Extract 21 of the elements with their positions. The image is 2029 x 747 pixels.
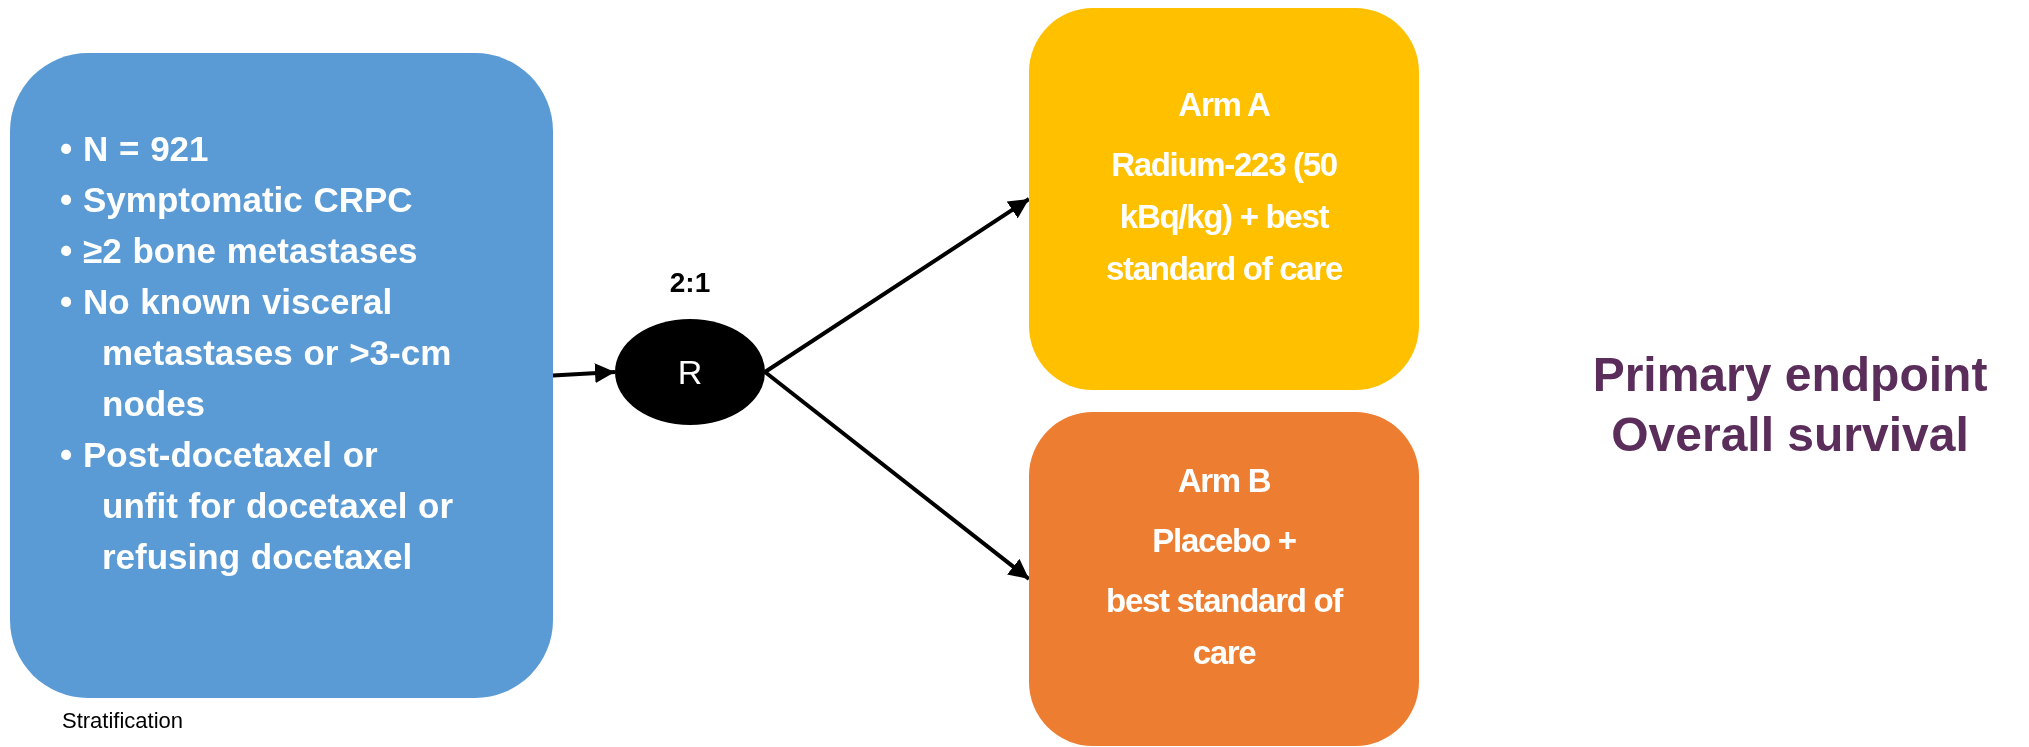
arrow (552, 363, 616, 384)
arm-title: Arm A (1178, 85, 1270, 125)
criteria-item: • N = 921 (60, 128, 210, 170)
criteria-item: • Symptomatic CRPC (60, 179, 414, 221)
criteria-item: • No known visceral metastases or >3-cm nodes (60, 281, 453, 425)
arm-box (1029, 412, 1419, 746)
node-label: R (677, 352, 703, 392)
criteria-item: • Post-docetaxel or unfit for docetaxel or refusing docetaxel (60, 434, 455, 578)
criteria-item: • ≥2 bone metastases (60, 230, 419, 272)
arrow (763, 197, 1031, 374)
arm-text: Placebo + (1152, 521, 1296, 561)
arrow (763, 370, 1031, 581)
note-text: Stratification (62, 708, 184, 734)
ratio-label: 2:1 (668, 267, 712, 299)
arm-box (1029, 8, 1419, 390)
arm-text: best standard of care (1105, 581, 1344, 673)
endpoint-text: Overall survival (1610, 407, 1970, 463)
criteria-box (10, 53, 553, 698)
arm-title: Arm B (1177, 461, 1271, 501)
arm-text: Radium-223 (50 kBq/kg) + best standard of care (1105, 145, 1343, 289)
endpoint-text: Primary endpoint (1591, 347, 1989, 403)
